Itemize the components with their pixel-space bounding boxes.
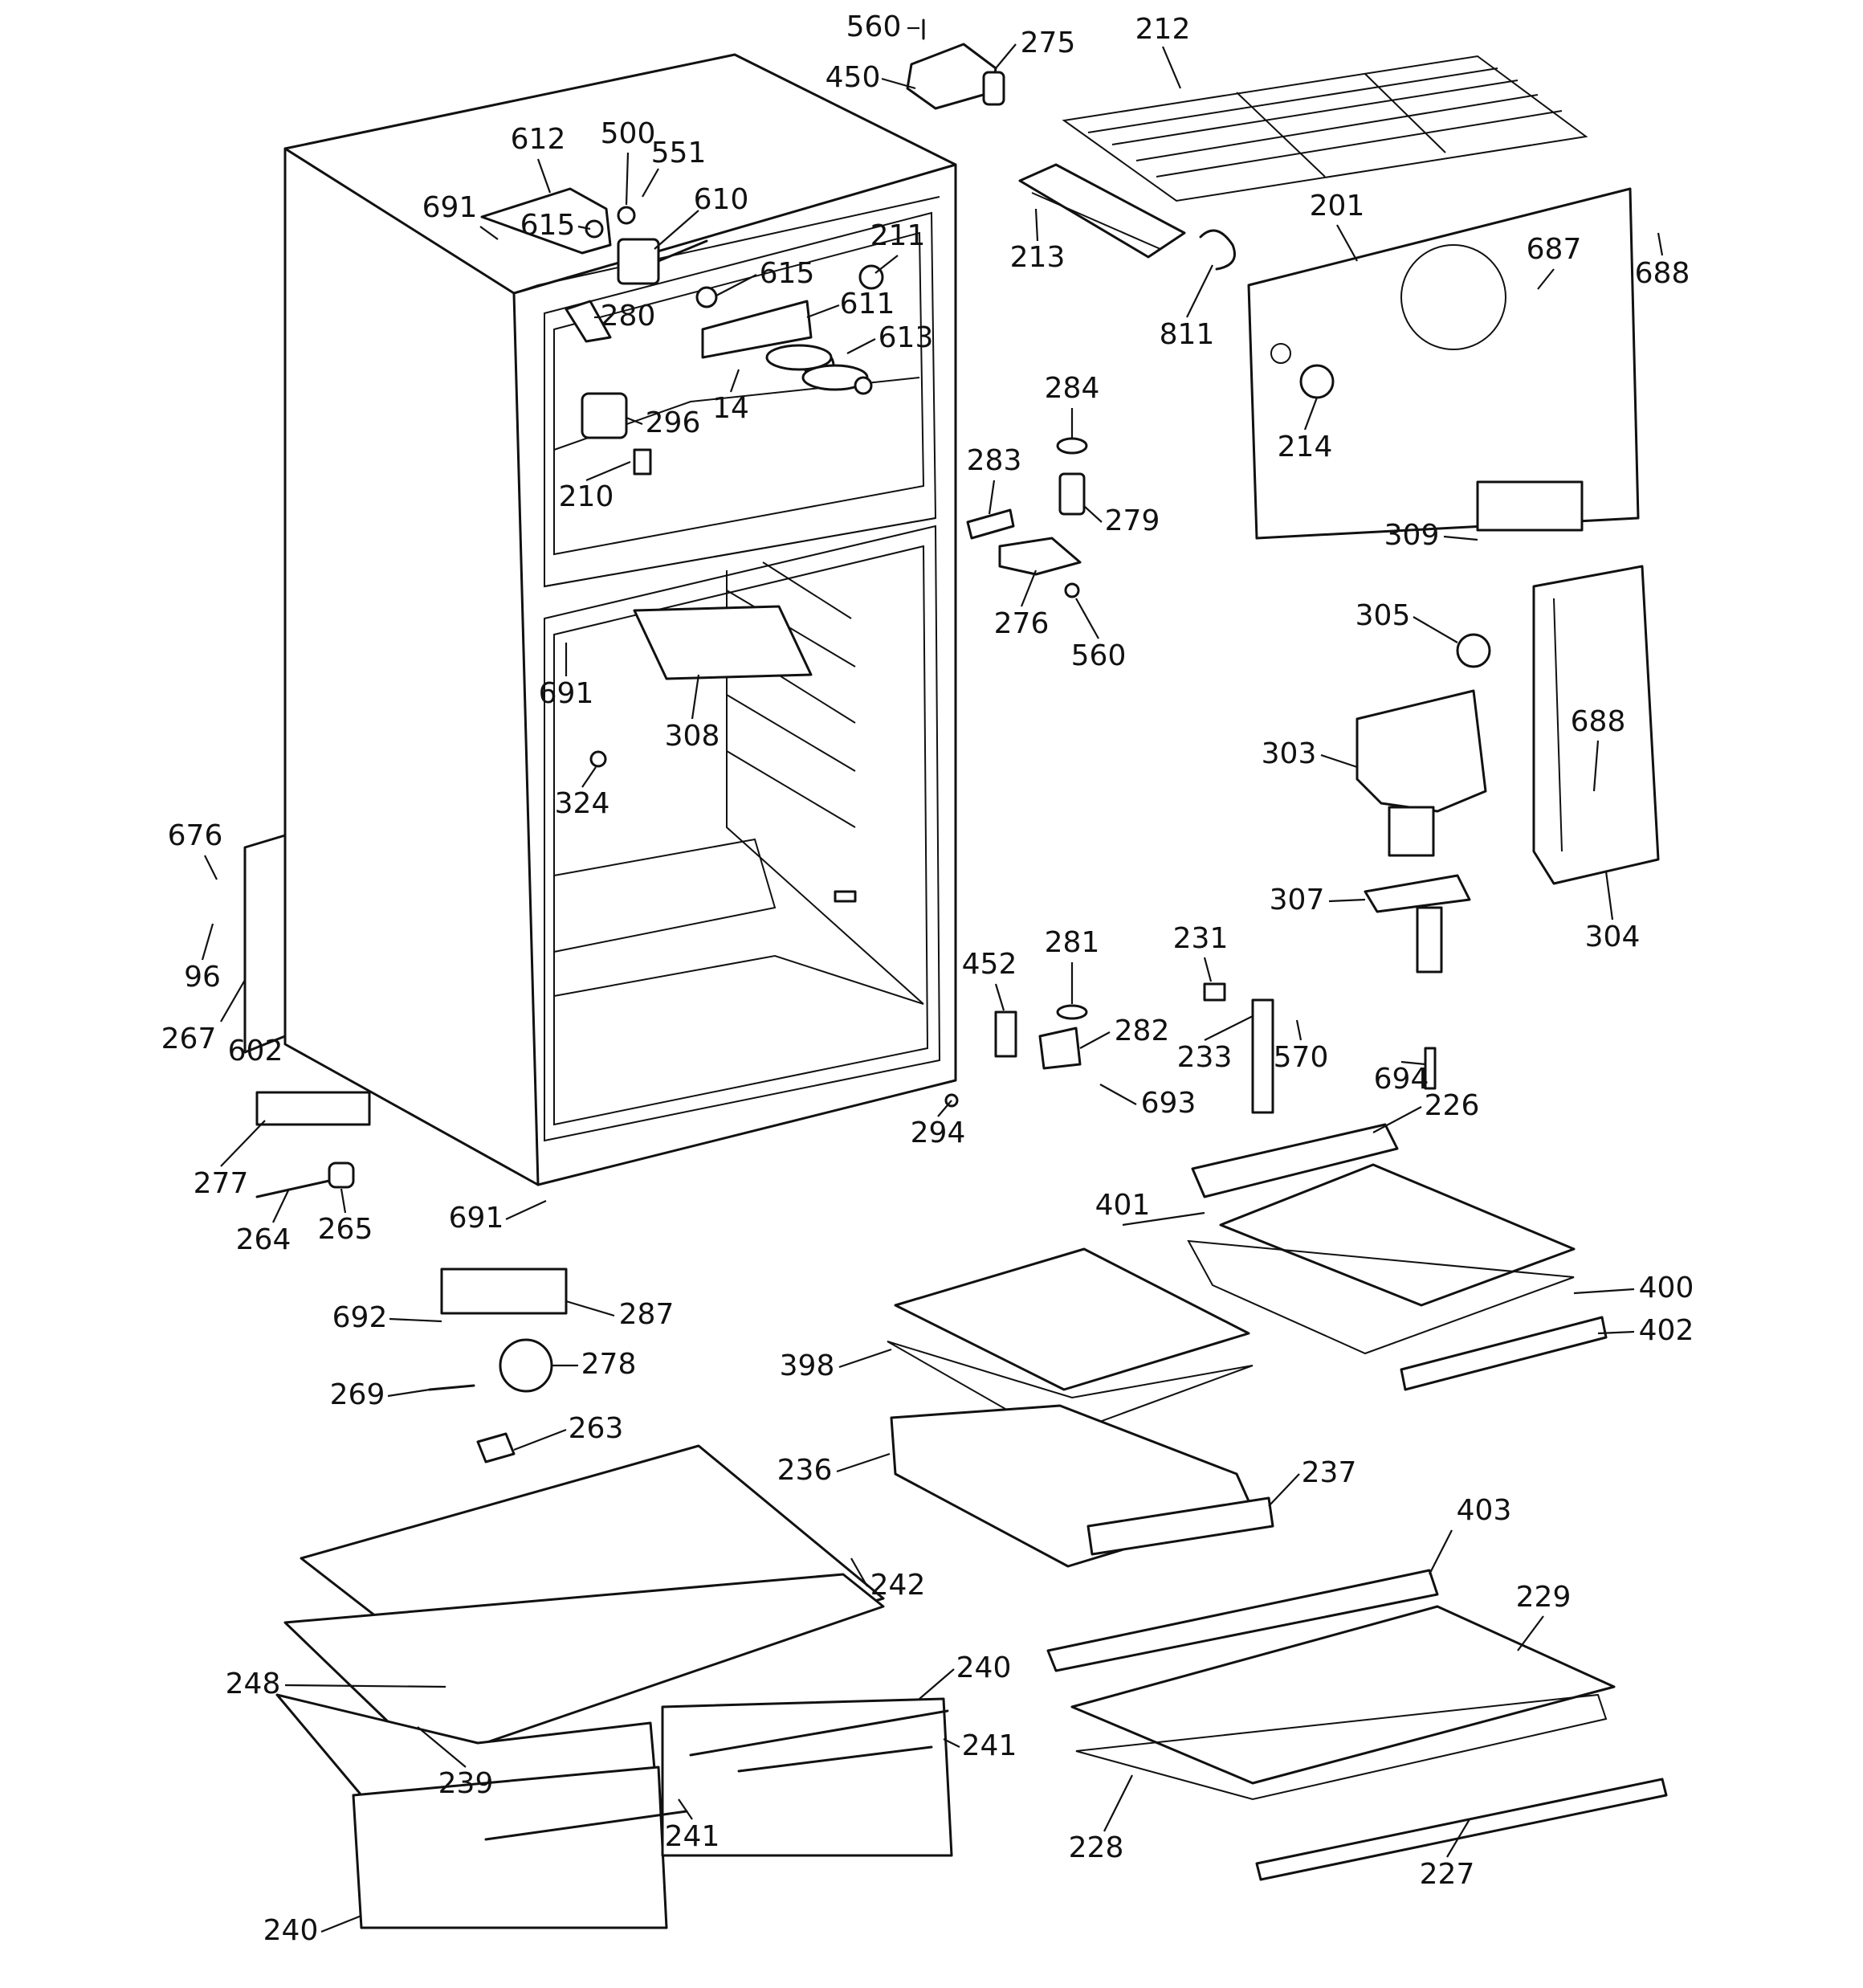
part-label-282: 282	[1115, 1014, 1170, 1047]
part-label-242: 242	[870, 1569, 926, 1602]
evaporator-cover-201	[1199, 187, 1640, 540]
part-label-284: 284	[1045, 372, 1100, 405]
part-label-240b: 240	[263, 1914, 319, 1947]
part-label-400: 400	[1639, 1272, 1694, 1304]
part-label-615a: 615	[520, 209, 576, 242]
top-hinge	[906, 18, 1005, 110]
part-label-811: 811	[1160, 318, 1215, 351]
part-label-267: 267	[161, 1023, 217, 1055]
part-label-269: 269	[330, 1378, 385, 1411]
part-label-280: 280	[601, 300, 656, 333]
part-label-264: 264	[236, 1223, 291, 1256]
part-label-231: 231	[1173, 922, 1229, 955]
part-label-278: 278	[581, 1348, 637, 1381]
bins-and-crisper-cover	[275, 1444, 953, 1929]
left-side-parts	[243, 834, 568, 1463]
wire-shelf-212	[1062, 55, 1588, 202]
part-label-452: 452	[962, 948, 1017, 981]
part-label-676: 676	[168, 819, 223, 852]
small-brackets	[944, 982, 1437, 1114]
part-label-296: 296	[646, 406, 701, 439]
control-housing	[1355, 565, 1660, 974]
part-label-309: 309	[1384, 519, 1440, 552]
part-label-236: 236	[777, 1454, 833, 1487]
part-label-237: 237	[1302, 1456, 1357, 1489]
part-label-213: 213	[1010, 241, 1066, 274]
part-label-281: 281	[1045, 926, 1100, 959]
freezer-components	[480, 187, 884, 903]
part-label-212: 212	[1135, 13, 1191, 46]
part-label-500: 500	[601, 117, 656, 150]
part-label-228: 228	[1069, 1831, 1124, 1864]
part-label-613: 613	[879, 321, 934, 354]
part-label-692: 692	[332, 1301, 388, 1334]
part-label-610: 610	[694, 183, 749, 216]
part-label-214: 214	[1278, 431, 1333, 463]
part-label-277: 277	[194, 1167, 249, 1200]
part-label-275: 275	[1021, 27, 1076, 59]
part-label-248: 248	[226, 1668, 281, 1700]
part-label-403: 403	[1457, 1494, 1512, 1527]
part-label-210: 210	[559, 480, 614, 513]
part-label-96: 96	[184, 961, 221, 994]
part-label-233: 233	[1177, 1041, 1233, 1074]
part-label-304: 304	[1585, 921, 1641, 953]
center-hinge	[966, 437, 1088, 598]
shelf-assemblies	[887, 1123, 1668, 1881]
part-label-560b: 560	[1071, 639, 1127, 672]
part-label-691b: 691	[539, 677, 594, 710]
part-label-303: 303	[1262, 737, 1317, 770]
part-label-239: 239	[438, 1767, 494, 1800]
part-label-305: 305	[1355, 599, 1411, 632]
part-label-294: 294	[911, 1116, 966, 1149]
part-label-308: 308	[665, 720, 720, 753]
part-label-611: 611	[840, 288, 895, 320]
part-label-450: 450	[826, 61, 881, 94]
part-label-402: 402	[1639, 1314, 1694, 1347]
part-label-401: 401	[1095, 1189, 1151, 1222]
part-label-287: 287	[619, 1298, 675, 1331]
part-label-551: 551	[651, 137, 707, 169]
part-label-693: 693	[1141, 1087, 1196, 1120]
part-label-687: 687	[1527, 233, 1582, 266]
part-label-201: 201	[1310, 190, 1365, 222]
part-label-279: 279	[1105, 504, 1160, 537]
part-label-226: 226	[1425, 1089, 1480, 1122]
part-label-211: 211	[870, 219, 926, 252]
part-label-688b: 688	[1571, 705, 1626, 738]
leader-lines	[201, 27, 1664, 1933]
part-label-227: 227	[1420, 1858, 1475, 1891]
part-label-570: 570	[1274, 1041, 1329, 1074]
part-label-241b: 241	[665, 1820, 720, 1853]
ice-tray-213	[1018, 163, 1186, 259]
part-label-398: 398	[780, 1349, 835, 1382]
part-label-615b: 615	[760, 257, 815, 290]
part-label-276: 276	[994, 607, 1050, 640]
part-label-241a: 241	[962, 1729, 1017, 1762]
part-label-688a: 688	[1635, 257, 1690, 290]
part-label-324: 324	[555, 787, 610, 820]
cabinet-outline	[283, 53, 957, 1186]
part-label-283: 283	[967, 444, 1022, 477]
part-label-14: 14	[712, 392, 749, 425]
part-label-307: 307	[1270, 884, 1325, 916]
part-label-691c: 691	[449, 1202, 504, 1235]
part-label-240a: 240	[956, 1651, 1012, 1684]
part-label-694: 694	[1374, 1063, 1429, 1096]
part-label-691a: 691	[422, 191, 478, 224]
part-label-602: 602	[228, 1035, 283, 1067]
part-label-560a: 560	[846, 10, 902, 43]
part-label-265: 265	[318, 1213, 373, 1246]
part-label-229: 229	[1516, 1581, 1572, 1614]
part-label-612: 612	[511, 123, 566, 156]
part-label-263: 263	[569, 1412, 624, 1445]
